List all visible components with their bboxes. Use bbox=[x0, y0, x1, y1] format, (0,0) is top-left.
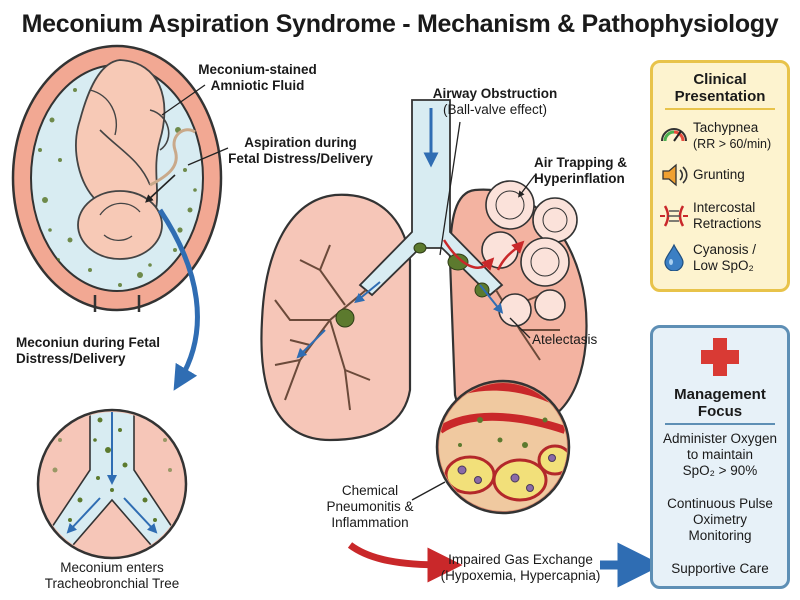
uterus-illustration bbox=[11, 44, 223, 312]
gauge-icon bbox=[661, 128, 687, 142]
drop-icon bbox=[664, 243, 684, 271]
management-title-underline bbox=[665, 423, 775, 425]
management-item-supportive: Supportive Care bbox=[671, 561, 769, 576]
alveoli-zoom-circle bbox=[435, 379, 571, 515]
label-ball-valve: (Ball-valve effect) bbox=[442, 102, 548, 117]
lungs-illustration bbox=[260, 99, 588, 442]
label-gas-exchange: Impaired Gas Exchange(Hypoxemia, Hyperca… bbox=[440, 552, 601, 583]
red-flow-arrow bbox=[347, 542, 463, 583]
clinical-title-underline bbox=[665, 108, 775, 110]
clinical-item-cyanosis: Cyanosis /Low SpO₂ bbox=[693, 242, 757, 273]
chest-retraction-icon bbox=[660, 205, 688, 227]
medical-cross-icon bbox=[701, 338, 739, 376]
label-airway-obstruction: Airway Obstruction bbox=[432, 86, 558, 101]
page-title: Meconium Aspiration Syndrome - Mechanism… bbox=[21, 10, 779, 38]
clinical-item-tachypnea: Tachypnea(RR > 60/min) bbox=[693, 120, 772, 151]
clinical-item-grunting: Grunting bbox=[693, 167, 745, 182]
label-atelectasis: Atelectasis bbox=[532, 332, 598, 347]
label-air-trapping: Air Trapping &Hyperinflation bbox=[534, 155, 628, 186]
speaker-icon bbox=[662, 163, 688, 187]
trachea-zoom-circle bbox=[36, 408, 188, 560]
flow-arrow bbox=[157, 208, 200, 391]
